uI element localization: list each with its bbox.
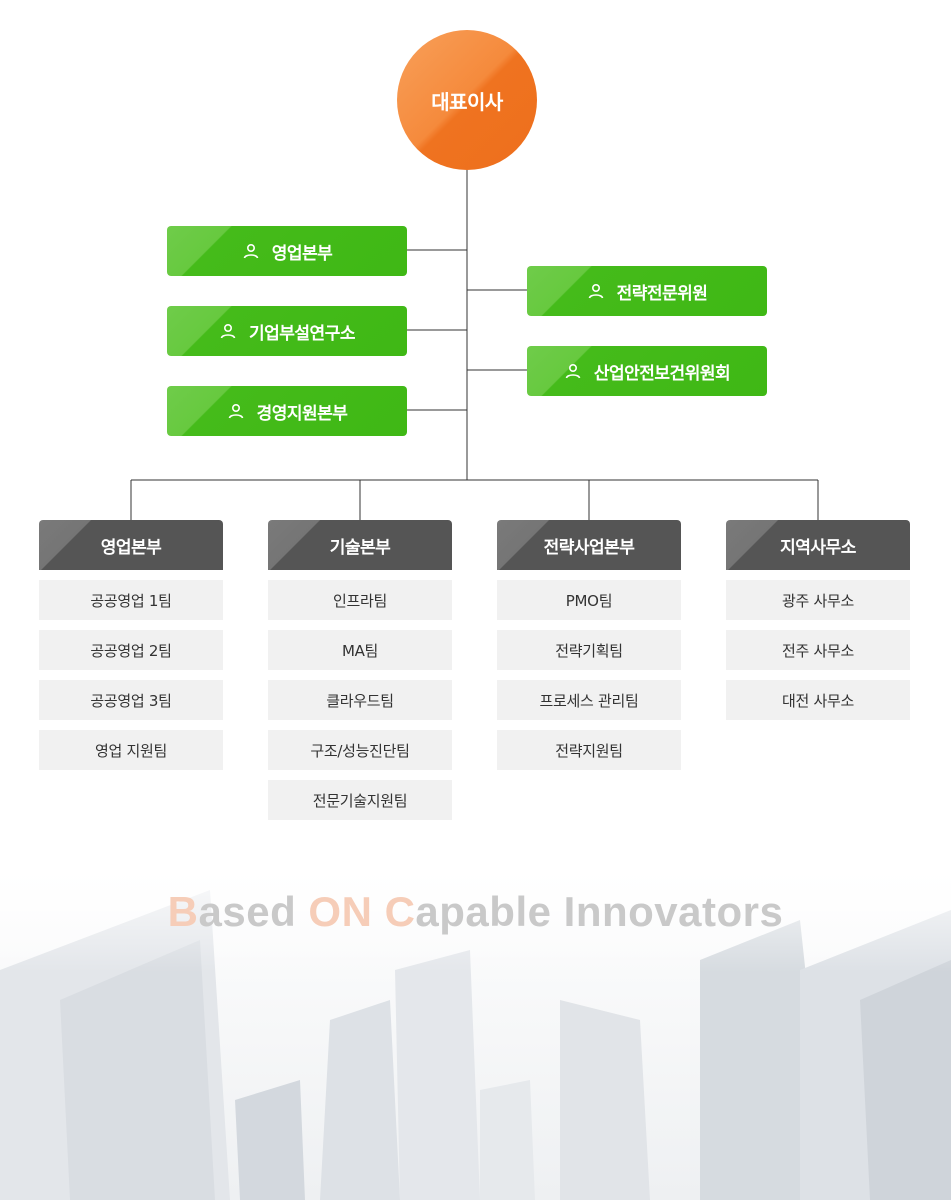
- person-icon: [588, 283, 603, 299]
- tagline-text: ased: [198, 888, 309, 935]
- person-icon: [228, 403, 243, 419]
- team-item: 전주 사무소: [726, 630, 910, 670]
- team-item: 프로세스 관리팀: [497, 680, 681, 720]
- dept-header: 영업본부: [39, 520, 223, 570]
- dept-strategic-business: 전략사업본부 PMO팀 전략기획팀 프로세스 관리팀 전략지원팀: [497, 520, 681, 770]
- team-item: 공공영업 1팀: [39, 580, 223, 620]
- unit-label: 기업부설연구소: [249, 323, 355, 344]
- tagline-space: [372, 888, 384, 935]
- unit-label: 영업본부: [271, 243, 333, 264]
- ceo-label: 대표이사: [431, 89, 503, 114]
- unit-safety-committee: 산업안전보건위원회: [527, 346, 767, 396]
- unit-strategy-advisors: 전략전문위원: [527, 266, 767, 316]
- team-item: PMO팀: [497, 580, 681, 620]
- unit-label: 경영지원본부: [256, 403, 348, 424]
- slogan-tagline: Based ON Capable Innovators: [0, 888, 951, 936]
- team-item: 공공영업 3팀: [39, 680, 223, 720]
- team-item: 대전 사무소: [726, 680, 910, 720]
- person-icon: [243, 243, 259, 259]
- tagline-initial-b: B: [167, 888, 199, 935]
- dept-technology: 기술본부 인프라팀 MA팀 클라우드팀 구조/성능진단팀 전문기술지원팀: [268, 520, 452, 820]
- dept-regional-offices: 지역사무소 광주 사무소 전주 사무소 대전 사무소: [726, 520, 910, 720]
- team-item: 구조/성능진단팀: [268, 730, 452, 770]
- dept-sales: 영업본부 공공영업 1팀 공공영업 2팀 공공영업 3팀 영업 지원팀: [39, 520, 223, 770]
- team-item: 광주 사무소: [726, 580, 910, 620]
- team-item: 클라우드팀: [268, 680, 452, 720]
- ceo-node: 대표이사: [397, 30, 537, 170]
- dept-header: 전략사업본부: [497, 520, 681, 570]
- dept-header: 지역사무소: [726, 520, 910, 570]
- team-item: 전략지원팀: [497, 730, 681, 770]
- unit-label: 산업안전보건위원회: [593, 363, 731, 384]
- team-item: 전문기술지원팀: [268, 780, 452, 820]
- unit-sales-headquarters: 영업본부: [167, 226, 407, 276]
- team-item: 공공영업 2팀: [39, 630, 223, 670]
- team-item: MA팀: [268, 630, 452, 670]
- person-icon: [220, 323, 236, 339]
- tagline-on: ON: [308, 888, 373, 935]
- team-item: 영업 지원팀: [39, 730, 223, 770]
- tagline-text: apable Innovators: [415, 888, 784, 935]
- unit-research-institute: 기업부설연구소: [167, 306, 407, 356]
- tagline-initial-c: C: [384, 888, 416, 935]
- person-icon: [565, 363, 581, 379]
- team-item: 전략기획팀: [497, 630, 681, 670]
- unit-management-support: 경영지원본부: [167, 386, 407, 436]
- team-item: 인프라팀: [268, 580, 452, 620]
- city-skyline-background: [0, 850, 951, 1200]
- unit-label: 전략전문위원: [616, 283, 708, 304]
- dept-header: 기술본부: [268, 520, 452, 570]
